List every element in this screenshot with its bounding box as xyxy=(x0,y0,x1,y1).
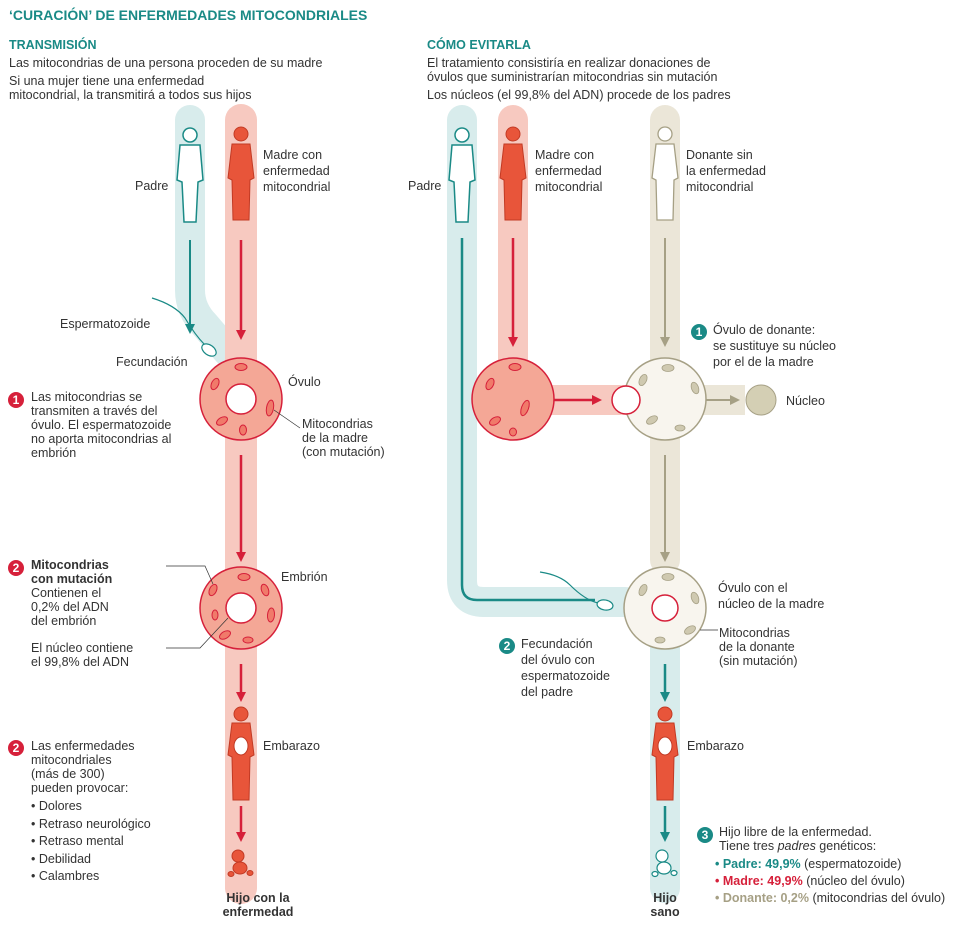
step-2-badge: 2 xyxy=(8,560,24,576)
left-intro-2a: Si una mujer tiene una enfermedad xyxy=(9,74,205,88)
baby-figure-left xyxy=(227,849,254,877)
right-intro-1: El tratamiento consistiría en realizar d… xyxy=(427,56,711,70)
right-step-2-badge: 2 xyxy=(499,638,515,654)
label-padre-right: Padre xyxy=(408,179,442,193)
parent-donante: • Donante: 0,2% (mitocondrias del óvulo) xyxy=(715,891,946,905)
parents-list: • Padre: 49,9% (espermatozoide) • Madre:… xyxy=(715,856,945,907)
right-intro-2: óvulos que suministrarían mitocondrias s… xyxy=(427,70,718,84)
mother-figure xyxy=(227,126,255,221)
baby-figure-right xyxy=(651,849,678,878)
parent-madre: • Madre: 49,9% (núcleo del óvulo) xyxy=(715,874,905,888)
donor-nucleus xyxy=(745,384,777,416)
effect-item: • Retraso neurológico xyxy=(31,816,151,831)
mother-ovum-right xyxy=(471,357,555,441)
father-figure xyxy=(176,127,204,223)
effects-list: • Dolores • Retraso neurológico • Retras… xyxy=(31,798,151,886)
donor-figure xyxy=(651,126,679,221)
right-step-1-badge: 1 xyxy=(691,324,707,340)
donor-ovum xyxy=(623,357,707,441)
effect-item: • Calambres xyxy=(31,869,100,883)
label-padre-left: Padre xyxy=(135,179,169,193)
step-3-badge: 2 xyxy=(8,740,24,756)
right-step-3-text: Hijo libre de la enfermedad. Tiene tres … xyxy=(719,825,877,853)
effect-item: • Debilidad xyxy=(31,851,91,866)
sperm-right xyxy=(539,571,599,604)
left-intro-1: Las mitocondrias de una persona proceden… xyxy=(9,56,323,70)
main-title: ‘CURACIÓN’ DE ENFERMEDADES MITOCONDRIALE… xyxy=(9,7,368,23)
label-embarazo-left: Embarazo xyxy=(263,739,320,753)
label-espermatozoide: Espermatozoide xyxy=(60,317,151,331)
label-nucleo: Núcleo xyxy=(786,394,825,408)
embryo-left xyxy=(199,566,283,650)
reconstituted-ovum xyxy=(623,566,707,650)
sperm-left xyxy=(151,297,206,346)
left-heading: TRANSMISIÓN xyxy=(9,38,97,52)
left-intro-2b: mitocondrial, la transmitirá a todos sus… xyxy=(9,88,252,102)
effect-item: • Dolores xyxy=(31,799,82,813)
right-step-3-badge: 3 xyxy=(697,827,713,843)
mother-figure-right xyxy=(499,126,527,221)
right-intro-3: Los núcleos (el 99,8% del ADN) procede d… xyxy=(427,88,731,102)
label-fecundacion: Fecundación xyxy=(116,355,188,369)
step-1-badge: 1 xyxy=(8,392,24,408)
mother-nucleus-transfer xyxy=(611,385,641,415)
label-embrion: Embrión xyxy=(281,570,328,584)
label-embarazo-right: Embarazo xyxy=(687,739,744,753)
parent-padre: • Padre: 49,9% (espermatozoide) xyxy=(715,857,902,871)
effect-item: • Retraso mental xyxy=(31,834,124,848)
father-figure-right xyxy=(448,127,476,223)
right-heading: CÓMO EVITARLA xyxy=(427,38,531,52)
label-ovulo: Óvulo xyxy=(288,375,321,389)
ovum-left xyxy=(199,357,283,441)
